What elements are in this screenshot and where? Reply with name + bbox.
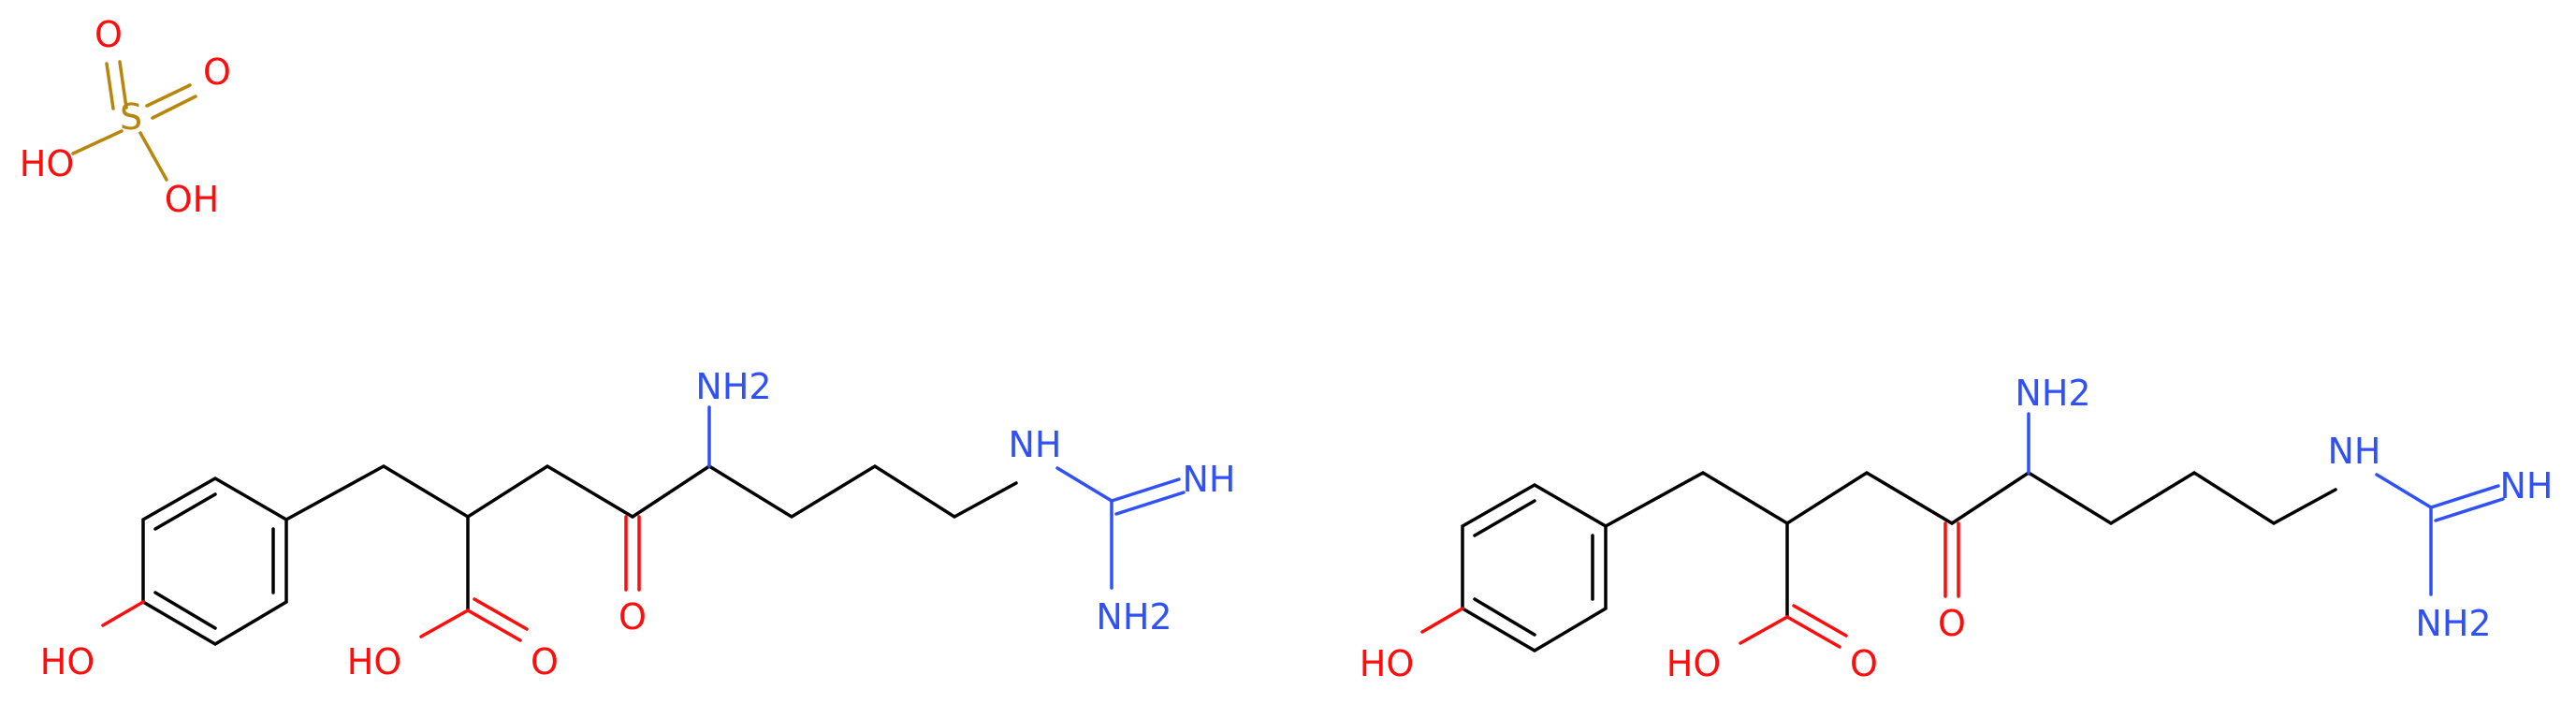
bond-b-ketone xyxy=(1943,521,1960,598)
bond-b-co xyxy=(1785,604,1848,649)
atom-s: S xyxy=(120,96,142,138)
chain-a xyxy=(284,463,1018,521)
atom-a-imine-nh: NH xyxy=(1009,424,1062,465)
bond-s-o2 xyxy=(145,83,197,120)
atom-b-acid-o: O xyxy=(1850,643,1878,684)
bond-b-c-imine xyxy=(2429,484,2505,522)
atom-oh1: HO xyxy=(20,143,74,184)
ring-a-inner xyxy=(153,492,275,630)
atom-oh2: OH xyxy=(165,179,219,220)
atom-o2: O xyxy=(203,51,231,93)
atom-b-acid-oh: HO xyxy=(1666,643,1721,684)
molecule-a: HO HO O O NH2 NH NH NH2 xyxy=(40,366,1236,682)
bond-s-oh1 xyxy=(71,129,124,155)
atom-a-phenol: HO xyxy=(40,641,95,682)
sulfuric-acid: S O O HO OH xyxy=(20,14,231,220)
atom-a-acid-oh: HO xyxy=(347,641,401,682)
ring-b-inner xyxy=(1473,499,1594,637)
bond-a-oh xyxy=(419,609,470,638)
bond-s-o1 xyxy=(105,60,128,110)
bond-s-oh2 xyxy=(138,131,168,182)
bond-b-oh xyxy=(1739,615,1789,645)
bond-a-nh-c xyxy=(1055,466,1113,503)
atom-b-imine-nh: NH xyxy=(2328,431,2381,472)
ring-a xyxy=(141,476,288,647)
atom-a-guan-nh2: NH2 xyxy=(1096,596,1172,638)
atom-a-amine: NH2 xyxy=(695,366,771,407)
chain-b xyxy=(1604,470,2337,528)
atom-b-imine: NH xyxy=(2500,465,2554,506)
bond-b-phenol xyxy=(1420,607,1464,634)
bond-b-nh-c xyxy=(2375,473,2433,509)
bond-a-co xyxy=(466,597,529,642)
bond-a-c-imine xyxy=(1110,477,1186,516)
atom-a-ketone: O xyxy=(619,596,647,638)
bond-a-ketone xyxy=(624,515,641,592)
atom-b-amine: NH2 xyxy=(2015,373,2090,414)
atom-b-guan-nh2: NH2 xyxy=(2415,603,2491,644)
atom-a-imine: NH xyxy=(1183,459,1236,500)
molecule-b: HO HO O O NH2 NH NH NH2 xyxy=(1360,373,2554,684)
atom-o1: O xyxy=(95,14,123,55)
atom-b-phenol: HO xyxy=(1360,643,1414,684)
atom-a-acid-o: O xyxy=(531,641,559,682)
bond-a-phenol xyxy=(101,600,145,627)
ring-b xyxy=(1461,482,1608,653)
atom-b-ketone: O xyxy=(1938,603,1966,644)
